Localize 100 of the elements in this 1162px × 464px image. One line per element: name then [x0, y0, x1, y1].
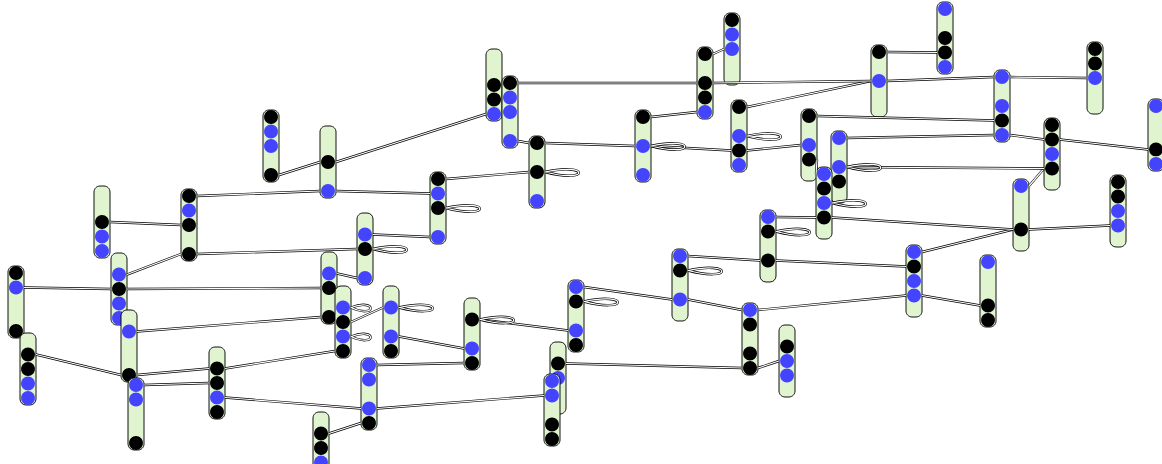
vertex-bar: [905, 244, 923, 318]
connector: [196, 189, 321, 198]
connector: [775, 215, 817, 219]
loop-connector: [746, 132, 782, 141]
loop-connector: [372, 245, 408, 254]
loop-connector: [687, 266, 723, 276]
connector: [398, 335, 465, 350]
connector: [1009, 75, 1088, 80]
vertex-bar: [741, 302, 759, 376]
vertex-bar: [979, 254, 997, 328]
connector: [336, 272, 358, 280]
connector: [712, 47, 725, 56]
connector: [775, 259, 907, 268]
vertex-bar: [1147, 98, 1162, 172]
connector: [328, 421, 362, 435]
vertex-bar: [1109, 174, 1127, 248]
connector: [921, 294, 981, 307]
connector: [23, 286, 112, 291]
connector: [757, 294, 907, 312]
connector: [335, 189, 431, 195]
connector: [136, 367, 210, 377]
vertex-bar: [800, 108, 818, 182]
vertex-bar: [429, 171, 447, 245]
loop-connector: [398, 303, 434, 313]
connector: [109, 220, 182, 227]
loop-connector: [544, 168, 580, 177]
vertex-bar: [696, 46, 714, 120]
connector: [196, 247, 358, 256]
loop-connector: [350, 303, 372, 313]
connector: [583, 285, 673, 301]
connector: [846, 133, 995, 140]
connector: [136, 315, 322, 333]
connector: [757, 359, 780, 370]
vertex-bar: [1043, 117, 1061, 191]
connector: [746, 143, 802, 152]
vertex-bar: [778, 324, 796, 398]
connector: [746, 79, 872, 109]
vertex-bar: [936, 1, 954, 75]
vertex-bar: [319, 125, 337, 199]
connector: [544, 141, 636, 148]
vertex-bar: [19, 332, 37, 406]
loop-connector: [831, 199, 867, 208]
connector: [335, 112, 487, 164]
connector: [350, 306, 384, 324]
vertex-bar: [312, 411, 330, 464]
vertex-bar: [815, 166, 833, 240]
connector: [517, 81, 698, 85]
connector: [565, 362, 743, 370]
vertex-bar: [730, 99, 748, 173]
vertex-bar: [723, 12, 741, 86]
vertex-bar: [360, 357, 378, 431]
vertex-bar: [127, 377, 145, 451]
vertex-bar: [320, 251, 338, 325]
connector: [1009, 133, 1045, 141]
vertex-bar: [120, 309, 138, 383]
vertex-bar: [993, 69, 1011, 143]
vertex-bar: [485, 48, 503, 122]
vertex-bar: [334, 285, 352, 359]
connector: [376, 394, 545, 410]
vertex-bar: [110, 252, 128, 326]
vertex-bar: [180, 188, 198, 262]
connector: [517, 139, 530, 145]
connector: [650, 110, 698, 119]
vertex-bar: [93, 185, 111, 259]
connector: [445, 170, 530, 181]
connector: [126, 252, 182, 276]
loop-connector: [350, 332, 372, 342]
connector: [1028, 167, 1045, 187]
connector: [376, 361, 465, 367]
vertex-bar: [1086, 41, 1104, 115]
loop-connector: [583, 297, 619, 307]
vertex-bar: [759, 209, 777, 283]
connector: [816, 114, 995, 122]
vertex-bar: [634, 109, 652, 183]
connector: [126, 286, 322, 291]
connector: [372, 233, 431, 239]
connector: [35, 353, 122, 377]
loop-connector: [479, 315, 515, 325]
connector: [687, 298, 743, 312]
vertex-bar: [501, 75, 519, 149]
loop-connector: [846, 163, 882, 172]
connector: [886, 75, 995, 83]
vertex-bar: [543, 373, 561, 447]
vertex-bar: [382, 285, 400, 359]
vertex-bar: [528, 135, 546, 209]
connector: [224, 396, 362, 410]
connector: [143, 381, 210, 387]
connector: [687, 254, 761, 262]
loop-connector: [650, 142, 686, 151]
connector: [224, 349, 336, 370]
connector: [1059, 138, 1149, 151]
vertex-bar: [463, 297, 481, 371]
connector: [712, 79, 872, 85]
vertex-bar: [567, 279, 585, 353]
vertex-bar: [208, 346, 226, 420]
connector: [886, 50, 938, 54]
connector: [278, 160, 321, 177]
vertex-bar: [262, 109, 280, 183]
connector: [814, 158, 819, 175]
vertex-bar: [1012, 178, 1030, 252]
